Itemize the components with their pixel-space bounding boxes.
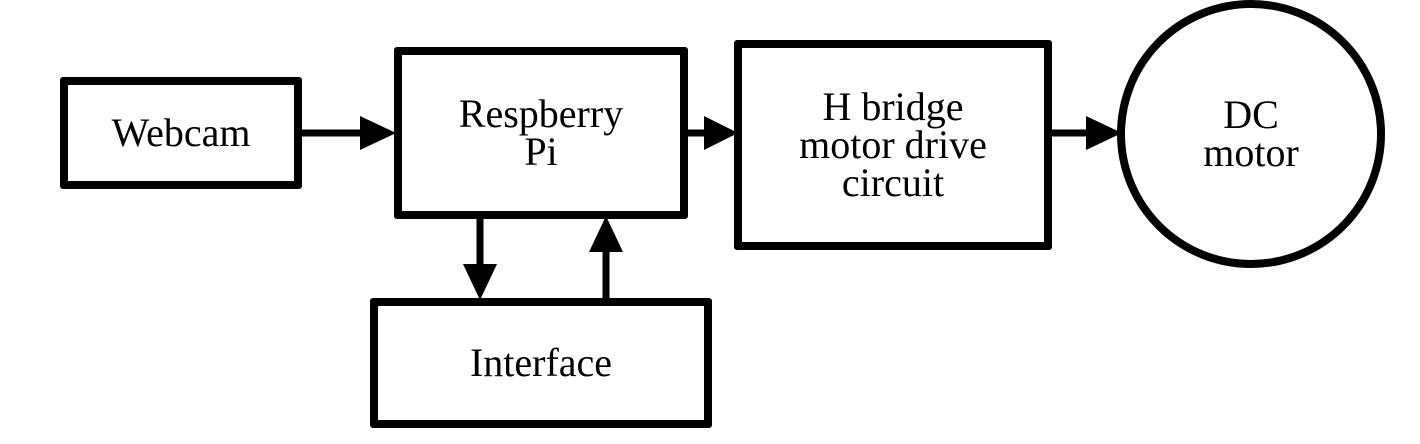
dc-motor-label-line-2: motor bbox=[1203, 130, 1299, 175]
webcam-block: Webcam bbox=[60, 77, 302, 189]
arrow-interface-to-pi-head bbox=[589, 216, 623, 252]
raspberry-pi-block: Respberry Pi bbox=[394, 47, 688, 219]
h-bridge-label-line-1: H bridge bbox=[822, 84, 964, 129]
dc-motor-label-line-1: DC bbox=[1223, 92, 1279, 137]
h-bridge-label-line-2: motor drive bbox=[799, 122, 987, 167]
dc-motor-circle: DC motor bbox=[1117, 0, 1385, 268]
h-bridge-label-line-3: circuit bbox=[841, 160, 945, 205]
h-bridge-block: H bridge motor drive circuit bbox=[734, 40, 1052, 250]
arrow-webcam-to-pi-head bbox=[360, 116, 396, 150]
arrow-hbridge-to-motor-head bbox=[1086, 116, 1122, 150]
interface-block: Interface bbox=[370, 298, 712, 428]
arrow-pi-to-interface-head bbox=[463, 264, 497, 300]
arrow-pi-to-hbridge-head bbox=[704, 116, 738, 150]
raspberry-pi-label-line-2: Pi bbox=[524, 129, 558, 174]
interface-label: Interface bbox=[469, 340, 613, 385]
raspberry-pi-label-line-1: Respberry bbox=[458, 91, 624, 136]
webcam-label: Webcam bbox=[111, 110, 251, 155]
